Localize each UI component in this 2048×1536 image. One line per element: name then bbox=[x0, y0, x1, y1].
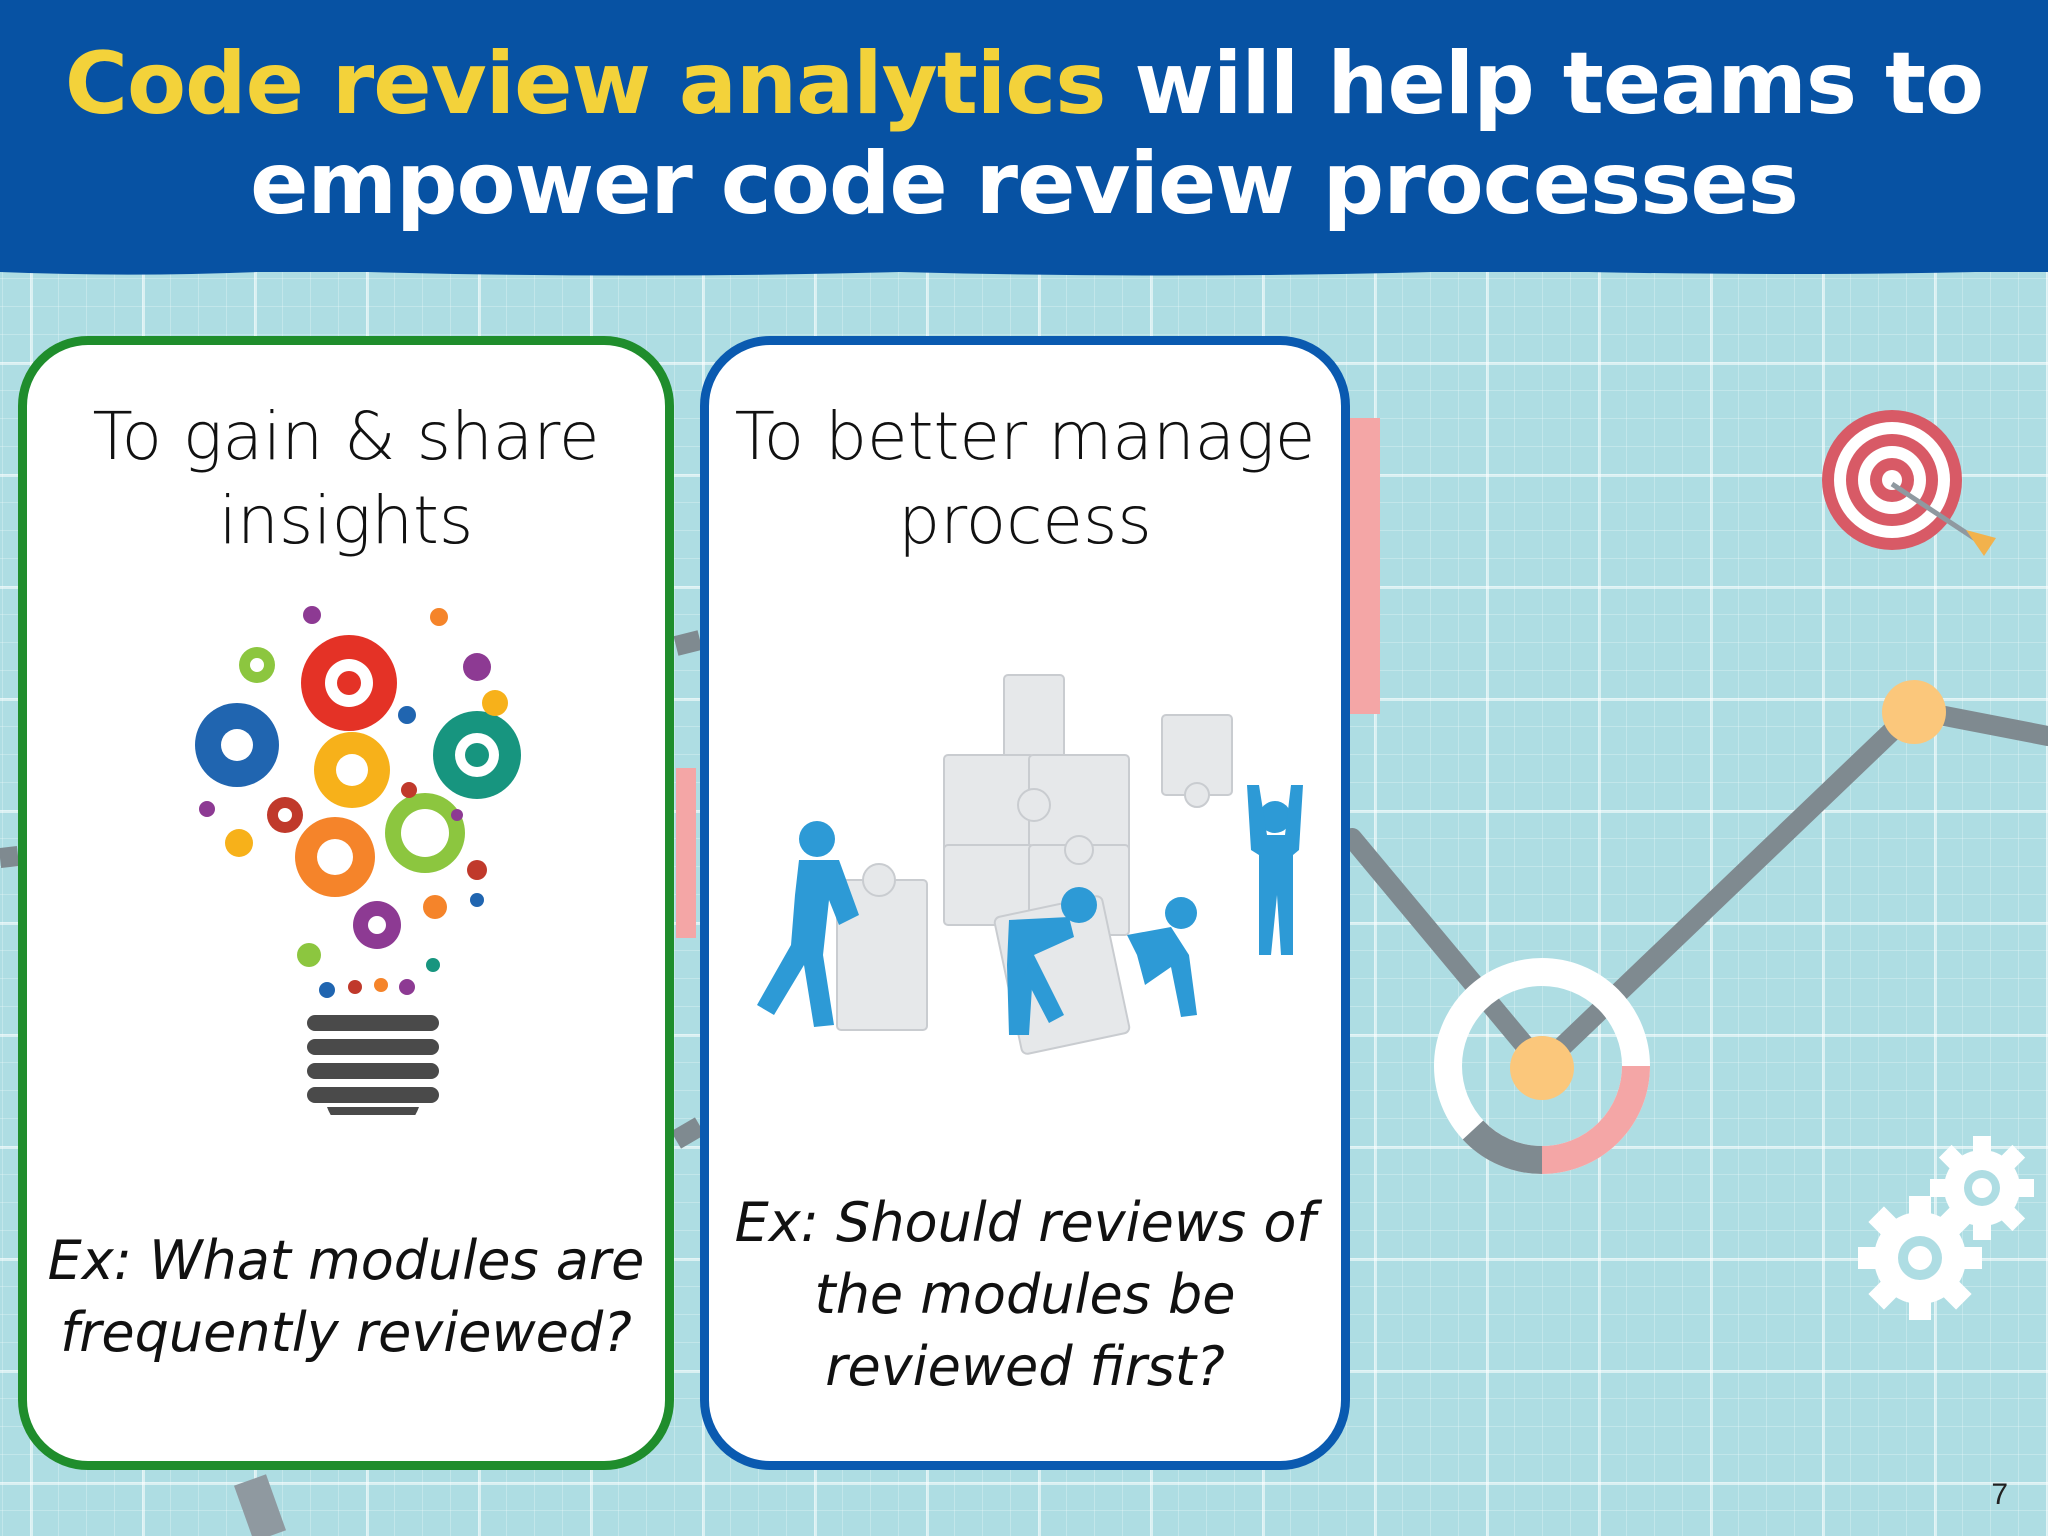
title-banner bbox=[0, 0, 2048, 272]
card-example-line: Ex: What modules are bbox=[47, 1229, 645, 1292]
title-highlight: Code review analytics bbox=[64, 34, 1107, 134]
card-example: Ex: What modules are frequently reviewed… bbox=[27, 1225, 665, 1369]
puzzle-team-icon bbox=[757, 674, 1303, 1055]
donut-chart-icon bbox=[1434, 958, 1650, 1175]
card-heading: To gain & share insights bbox=[27, 395, 665, 563]
puzzle-pieces-icon bbox=[836, 674, 1233, 1055]
card-heading-line: insights bbox=[218, 482, 474, 559]
card-example-line: reviewed first? bbox=[825, 1335, 1225, 1398]
gears-icon bbox=[1858, 1136, 2034, 1320]
title-line-2: empower code review processes bbox=[250, 134, 1799, 234]
page-title: Code review analytics will help teams to… bbox=[0, 34, 2048, 234]
banner-torn-edge bbox=[0, 262, 2048, 276]
chart-node-icon-2 bbox=[1882, 680, 1946, 744]
card-example-line: frequently reviewed? bbox=[60, 1301, 632, 1364]
title-line-1: Code review analytics will help teams to bbox=[0, 34, 2048, 134]
blue-figures-icon bbox=[757, 785, 1303, 1035]
lightbulb-gears-icon bbox=[195, 606, 521, 1115]
card-example-line: Ex: Should reviews of bbox=[734, 1191, 1316, 1254]
pink-bar-decoration-2 bbox=[676, 768, 696, 938]
title-rest: will help teams to bbox=[1105, 34, 1984, 134]
insights-card: To gain & share insights bbox=[18, 336, 674, 1470]
lightbulb-base-icon bbox=[307, 1015, 439, 1115]
card-heading-line: process bbox=[898, 482, 1152, 559]
card-heading-line: To gain & share bbox=[92, 398, 600, 475]
pink-bar-decoration bbox=[1350, 418, 1380, 714]
card-example: Ex: Should reviews of the modules be rev… bbox=[709, 1187, 1341, 1403]
chart-node-icon bbox=[1510, 1036, 1574, 1100]
page-number: 7 bbox=[1991, 1478, 2008, 1511]
card-heading: To better manage process bbox=[709, 395, 1341, 563]
gear-cluster bbox=[195, 606, 521, 998]
process-card: To better manage process bbox=[700, 336, 1350, 1470]
card-example-line: the modules be bbox=[814, 1263, 1236, 1326]
trend-line bbox=[1342, 699, 2048, 1081]
card-heading-line: To better manage bbox=[734, 398, 1316, 475]
target-icon bbox=[1822, 410, 1996, 556]
